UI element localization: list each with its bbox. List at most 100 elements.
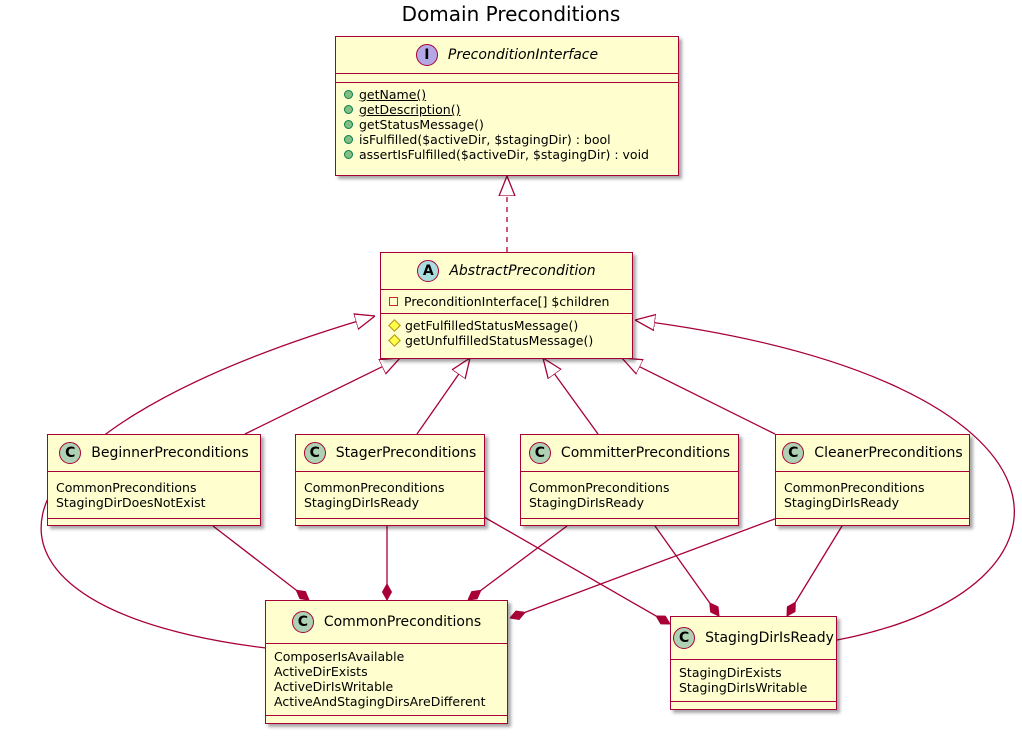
field-row: ActiveDirExists <box>274 664 368 679</box>
class-stereotype-icon: C <box>782 442 805 464</box>
class-fields-section: CommonPreconditions StagingDirIsReady <box>776 472 969 519</box>
field-row: ComposerIsAvailable <box>274 649 405 664</box>
class-stereotype-icon: C <box>673 627 696 649</box>
composition-beginner-common <box>212 525 309 600</box>
beginner-preconditions-box: C BeginnerPreconditions CommonPreconditi… <box>47 434 261 526</box>
private-visibility-icon <box>389 297 398 306</box>
field-row: StagingDirExists <box>679 665 782 680</box>
field-row: CommonPreconditions <box>784 480 925 495</box>
method-row: getDescription() <box>344 102 672 117</box>
interface-name: PreconditionInterface <box>447 47 599 63</box>
class-header: C BeginnerPreconditions <box>48 435 260 472</box>
class-name: CleanerPreconditions <box>814 445 963 461</box>
class-stereotype-icon: C <box>303 442 326 464</box>
method-row: getFulfilledStatusMessage() <box>388 318 626 333</box>
interface-fields-section <box>336 74 678 83</box>
method-name: getStatusMessage() <box>359 117 484 132</box>
method-row: getName() <box>344 87 672 102</box>
class-name: StagerPreconditions <box>335 445 477 461</box>
precondition-interface-box: I PreconditionInterface getName() getDes… <box>335 36 679 176</box>
interface-methods-section: getName() getDescription() getStatusMess… <box>336 83 678 166</box>
field-row: StagingDirIsReady <box>304 495 420 510</box>
common-preconditions-box: C CommonPreconditions ComposerIsAvailabl… <box>265 600 508 724</box>
public-visibility-icon <box>344 150 353 159</box>
extends-stager-abstract <box>416 358 470 435</box>
extends-common-abstract <box>40 316 375 649</box>
class-methods-section <box>48 519 260 525</box>
public-visibility-icon <box>344 120 353 129</box>
class-stereotype-icon: C <box>528 442 551 464</box>
committer-preconditions-box: C CommitterPreconditions CommonPrecondit… <box>520 434 739 526</box>
field-row: StagingDirDoesNotExist <box>56 495 206 510</box>
class-methods-section <box>776 519 969 525</box>
composition-committer-staging <box>654 525 719 616</box>
method-name: getUnfulfilledStatusMessage() <box>405 333 594 348</box>
field-row: ActiveAndStagingDirsAreDifferent <box>274 694 486 709</box>
abstract-methods-section: getFulfilledStatusMessage() getUnfulfill… <box>381 314 632 352</box>
field-row: CommonPreconditions <box>56 480 197 495</box>
field-row: StagingDirIsReady <box>784 495 900 510</box>
method-row: getUnfulfilledStatusMessage() <box>388 333 626 348</box>
method-name: isFulfilled($activeDir, $stagingDir) : b… <box>359 132 611 147</box>
abstract-stereotype-icon: A <box>417 260 440 282</box>
abstract-header: A AbstractPrecondition <box>381 253 632 290</box>
method-name: getDescription() <box>359 102 461 117</box>
class-fields-section: CommonPreconditions StagingDirIsReady <box>521 472 738 519</box>
class-name: CommitterPreconditions <box>560 445 731 461</box>
class-methods-section <box>671 702 836 708</box>
composition-cleaner-common <box>510 516 781 618</box>
interface-header: I PreconditionInterface <box>336 37 678 74</box>
extends-staging-abstract <box>635 320 1015 641</box>
class-name: StagingDirIsReady <box>705 630 834 646</box>
method-row: getStatusMessage() <box>344 117 672 132</box>
public-visibility-icon <box>344 135 353 144</box>
class-fields-section: CommonPreconditions StagingDirDoesNotExi… <box>48 472 260 519</box>
method-name: getName() <box>359 87 427 102</box>
stager-preconditions-box: C StagerPreconditions CommonPrecondition… <box>295 434 485 526</box>
class-fields-section: CommonPreconditions StagingDirIsReady <box>296 472 484 519</box>
field-row: CommonPreconditions <box>304 480 445 495</box>
field-row: StagingDirIsWritable <box>679 680 808 695</box>
class-name: CommonPreconditions <box>323 614 482 630</box>
composition-stager-staging <box>483 516 670 625</box>
method-name: assertIsFulfilled($activeDir, $stagingDi… <box>359 147 649 162</box>
field-row: CommonPreconditions <box>529 480 670 495</box>
field-row: PreconditionInterface[] $children <box>389 294 626 309</box>
public-visibility-icon <box>344 105 353 114</box>
field-row: StagingDirIsReady <box>529 495 645 510</box>
class-methods-section <box>296 519 484 525</box>
class-header: C CommitterPreconditions <box>521 435 738 472</box>
class-fields-section: StagingDirExists StagingDirIsWritable <box>671 660 836 702</box>
protected-visibility-icon <box>388 319 401 332</box>
field-name: PreconditionInterface[] $children <box>404 294 610 309</box>
method-row: isFulfilled($activeDir, $stagingDir) : b… <box>344 132 672 147</box>
staging-dir-is-ready-box: C StagingDirIsReady StagingDirExists Sta… <box>670 616 837 710</box>
extends-committer-abstract <box>543 358 599 435</box>
class-name: BeginnerPreconditions <box>91 445 249 461</box>
public-visibility-icon <box>344 90 353 99</box>
protected-visibility-icon <box>388 334 401 347</box>
cleaner-preconditions-box: C CleanerPreconditions CommonPreconditio… <box>775 434 970 526</box>
extends-cleaner-abstract <box>622 358 776 435</box>
interface-stereotype-icon: I <box>415 44 438 66</box>
extends-beginner-abstract <box>244 358 400 435</box>
composition-cleaner-staging <box>786 525 843 616</box>
class-methods-section <box>266 716 507 722</box>
abstract-fields-section: PreconditionInterface[] $children <box>381 290 632 314</box>
diagram-title: Domain Preconditions <box>401 2 621 26</box>
composition-committer-common <box>468 525 568 600</box>
class-header: C StagingDirIsReady <box>671 617 836 660</box>
class-header: C StagerPreconditions <box>296 435 484 472</box>
class-stereotype-icon: C <box>59 442 82 464</box>
class-header: C CleanerPreconditions <box>776 435 969 472</box>
method-row: assertIsFulfilled($activeDir, $stagingDi… <box>344 147 672 162</box>
abstract-name: AbstractPrecondition <box>449 263 596 279</box>
abstract-precondition-box: A AbstractPrecondition PreconditionInter… <box>380 252 633 359</box>
class-fields-section: ComposerIsAvailable ActiveDirExists Acti… <box>266 644 507 716</box>
class-header: C CommonPreconditions <box>266 601 507 644</box>
method-name: getFulfilledStatusMessage() <box>405 318 579 333</box>
class-methods-section <box>521 519 738 525</box>
field-row: ActiveDirIsWritable <box>274 679 394 694</box>
class-stereotype-icon: C <box>291 611 314 633</box>
